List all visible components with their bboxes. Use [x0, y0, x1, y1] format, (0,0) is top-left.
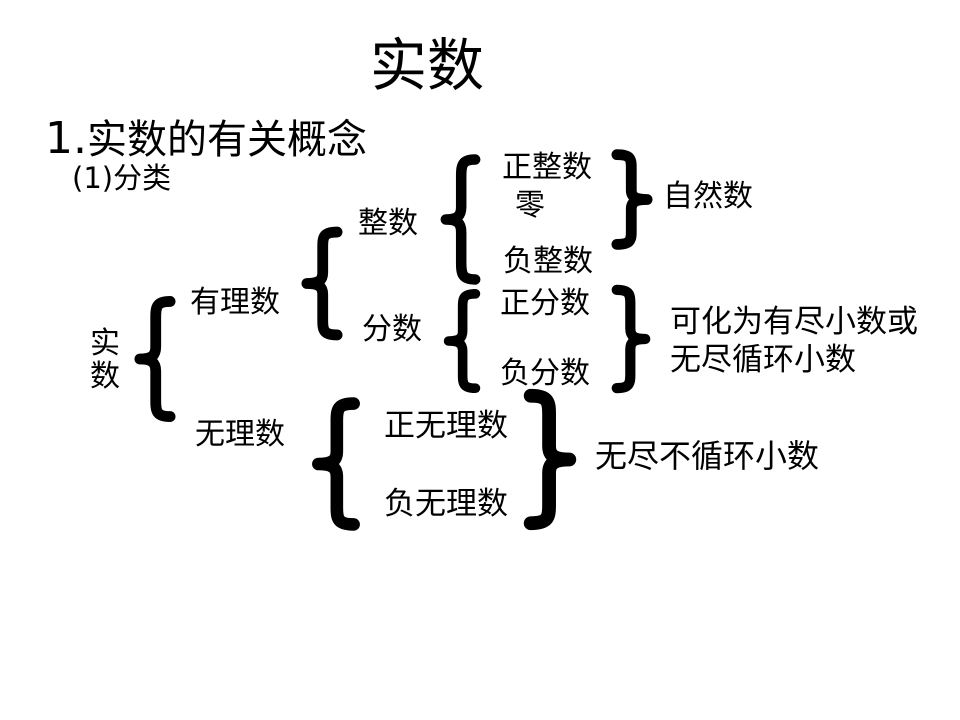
node-rational: 有理数 [190, 285, 280, 320]
node-integer: 整数 [358, 206, 418, 241]
irrational-close-brace-icon [523, 388, 577, 531]
node-negative-fraction: 负分数 [500, 356, 590, 391]
sub-heading-number: (1) [72, 161, 114, 195]
section-number: 1. [45, 113, 87, 164]
irrational-open-brace-icon [312, 397, 360, 531]
node-zero: 零 [515, 188, 545, 223]
sub-heading: (1)分类 [72, 164, 171, 193]
fraction-result-note: 可化为有尽小数或 无尽循环小数 [670, 304, 918, 378]
fraction-open-brace-icon [443, 289, 481, 393]
fraction-close-brace-icon [611, 284, 651, 394]
natural-close-brace-icon [611, 149, 653, 250]
node-positive-integer: 正整数 [502, 150, 592, 185]
node-real-number: 实 数 [90, 326, 120, 394]
section-heading-text: 实数的有关概念 [86, 117, 367, 163]
node-natural-number: 自然数 [663, 179, 753, 214]
node-positive-fraction: 正分数 [500, 286, 590, 321]
node-negative-irrational: 负无理数 [384, 486, 508, 522]
section-heading: 1.实数的有关概念 [45, 117, 367, 161]
irrational-result-note: 无尽不循环小数 [595, 437, 820, 475]
real-open-brace-icon [134, 296, 176, 422]
node-fraction: 分数 [362, 312, 422, 347]
node-irrational: 无理数 [195, 417, 285, 452]
rational-open-brace-icon [301, 226, 343, 341]
node-negative-integer: 负整数 [503, 244, 593, 279]
slide-title: 实数 [370, 33, 484, 99]
node-positive-irrational: 正无理数 [384, 408, 508, 444]
sub-heading-text: 分类 [113, 161, 172, 195]
integer-open-brace-icon [440, 154, 481, 285]
